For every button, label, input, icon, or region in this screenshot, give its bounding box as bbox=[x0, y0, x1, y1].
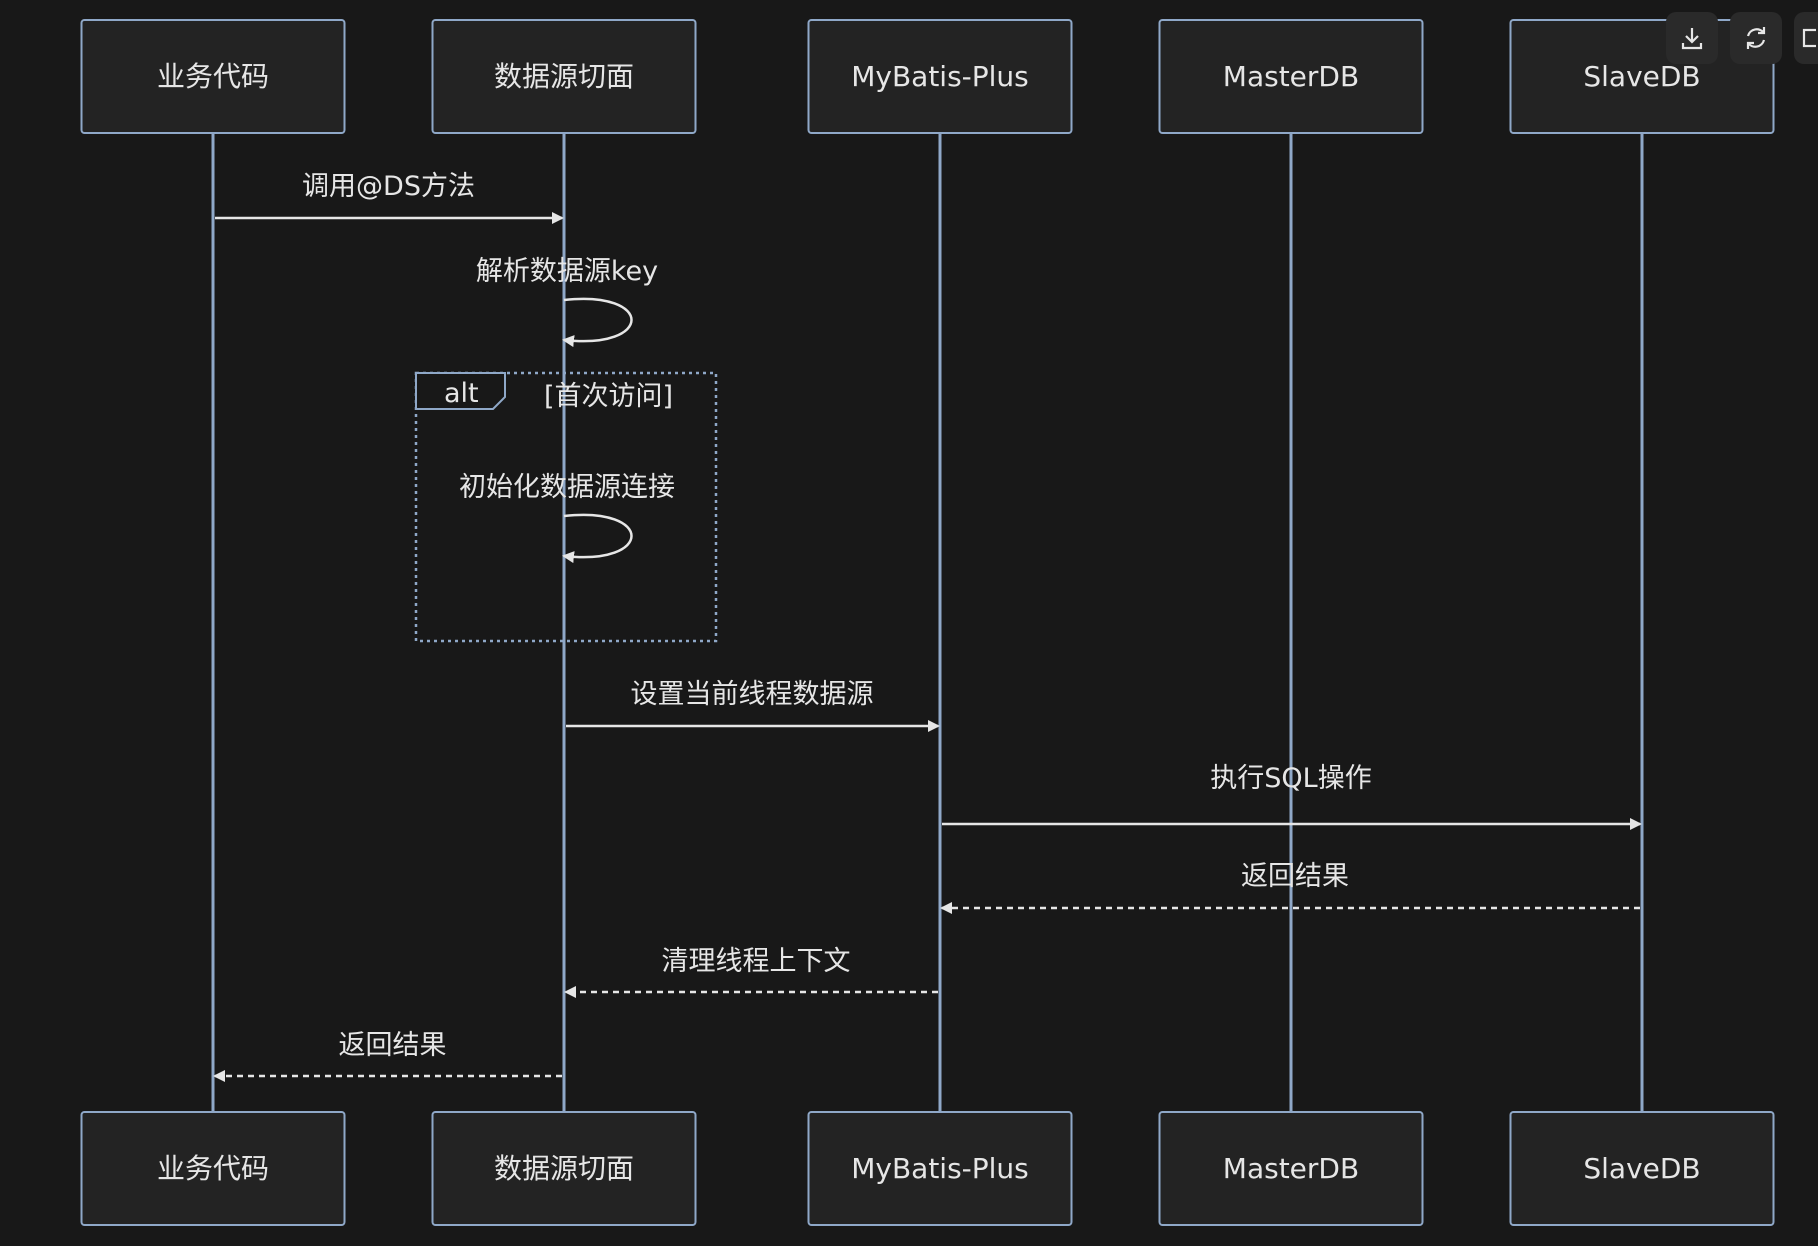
participant-label: 业务代码 bbox=[157, 60, 269, 93]
message-7: 返回结果 bbox=[213, 1030, 562, 1082]
fragment-alt: alt [首次访问] bbox=[414, 371, 718, 643]
participant-slave-bottom: SlaveDB bbox=[1509, 1111, 1775, 1226]
expand-icon bbox=[1802, 28, 1816, 48]
participant-box bbox=[431, 1111, 697, 1226]
participant-aspect-top: 数据源切面 bbox=[431, 19, 697, 134]
participant-label: MasterDB bbox=[1223, 60, 1359, 93]
self-message-arrow bbox=[562, 297, 633, 348]
download-icon bbox=[1681, 28, 1703, 50]
message-label: 解析数据源key bbox=[476, 256, 658, 287]
message-5: 返回结果 bbox=[940, 861, 1640, 914]
download-button[interactable] bbox=[1666, 12, 1718, 64]
alt-condition: [首次访问] bbox=[544, 381, 673, 412]
alt-tab bbox=[415, 372, 506, 410]
message-label: 返回结果 bbox=[339, 1030, 447, 1061]
alt-frame bbox=[414, 371, 718, 643]
message-1: 解析数据源key bbox=[476, 256, 658, 348]
refresh-icon bbox=[1746, 27, 1766, 49]
participant-label: 业务代码 bbox=[157, 1152, 269, 1185]
participant-box bbox=[1158, 19, 1424, 134]
participant-box bbox=[431, 19, 697, 134]
participant-box bbox=[807, 19, 1073, 134]
refresh-button[interactable] bbox=[1730, 12, 1782, 64]
participant-mybatis-top: MyBatis-Plus bbox=[807, 19, 1073, 134]
participant-label: MyBatis-Plus bbox=[851, 60, 1029, 93]
expand-button[interactable] bbox=[1794, 12, 1818, 64]
participant-master-bottom: MasterDB bbox=[1158, 1111, 1424, 1226]
message-label: 初始化数据源连接 bbox=[459, 472, 675, 503]
participant-label: SlaveDB bbox=[1583, 1152, 1700, 1185]
participant-label: 数据源切面 bbox=[494, 60, 634, 93]
message-4: 执行SQL操作 bbox=[942, 763, 1642, 830]
participant-label: MasterDB bbox=[1223, 1152, 1359, 1185]
participant-box bbox=[1158, 1111, 1424, 1226]
alt-keyword: alt bbox=[444, 378, 479, 409]
message-0: 调用@DS方法 bbox=[215, 171, 564, 224]
participant-box bbox=[1509, 1111, 1775, 1226]
participant-label: SlaveDB bbox=[1583, 60, 1700, 93]
participant-label: MyBatis-Plus bbox=[851, 1152, 1029, 1185]
participant-mybatis-bottom: MyBatis-Plus bbox=[807, 1111, 1073, 1226]
message-label: 返回结果 bbox=[1241, 861, 1349, 892]
message-label: 清理线程上下文 bbox=[662, 946, 851, 977]
message-2: 初始化数据源连接 bbox=[459, 472, 675, 564]
participant-label: 数据源切面 bbox=[494, 1152, 634, 1185]
participant-aspect-bottom: 数据源切面 bbox=[431, 1111, 697, 1226]
diagram-toolbar bbox=[1666, 12, 1818, 64]
participant-box bbox=[80, 19, 346, 134]
participant-master-top: MasterDB bbox=[1158, 19, 1424, 134]
message-label: 执行SQL操作 bbox=[1210, 763, 1371, 794]
message-3: 设置当前线程数据源 bbox=[566, 679, 940, 732]
participant-biz-top: 业务代码 bbox=[80, 19, 346, 134]
message-label: 调用@DS方法 bbox=[302, 171, 475, 202]
participant-box bbox=[807, 1111, 1073, 1226]
self-message-arrow bbox=[562, 513, 633, 564]
participant-box bbox=[80, 1111, 346, 1226]
message-label: 设置当前线程数据源 bbox=[631, 679, 874, 710]
message-6: 清理线程上下文 bbox=[564, 946, 938, 998]
participant-biz-bottom: 业务代码 bbox=[80, 1111, 346, 1226]
